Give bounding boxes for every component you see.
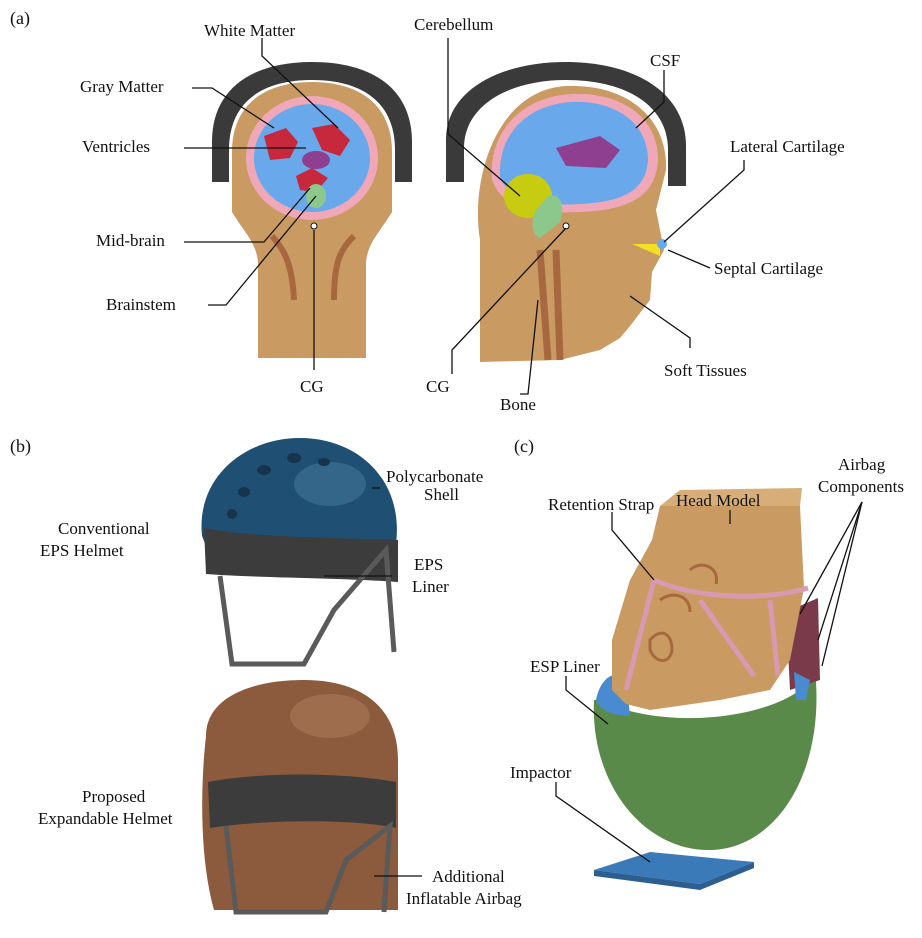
label-proposed-line1: Proposed — [82, 787, 146, 806]
label-lateral-cartilage: Lateral Cartilage — [730, 137, 845, 156]
proposed-liner — [208, 775, 396, 829]
proposed-expandable-helmet — [202, 680, 398, 912]
label-gray-matter: Gray Matter — [80, 77, 164, 96]
label-white-matter: White Matter — [204, 21, 295, 40]
airbag-highlight — [290, 694, 370, 738]
label-retention-strap: Retention Strap — [548, 495, 654, 514]
label-airbag-line2: Components — [818, 477, 904, 496]
label-polycarbonate-line2: Shell — [424, 485, 459, 504]
label-eps-line1: EPS — [414, 555, 443, 574]
label-conventional-line1: Conventional — [58, 519, 150, 538]
label-bone: Bone — [500, 395, 536, 414]
coronal-head-section — [212, 62, 412, 358]
label-eps-line2: Liner — [412, 577, 449, 596]
label-airbag-line1: Airbag — [838, 455, 886, 474]
label-polycarbonate-line1: Polycarbonate — [386, 467, 483, 486]
label-cg-right: CG — [426, 377, 450, 396]
coronal-midbrain — [302, 151, 330, 169]
label-additional-line2: Inflatable Airbag — [406, 889, 522, 908]
conventional-eps-helmet — [201, 438, 398, 664]
shell-highlight — [294, 462, 366, 506]
panel-c-label: (c) — [514, 436, 534, 457]
panel-a-label: (a) — [10, 8, 30, 29]
label-soft-tissues: Soft Tissues — [664, 361, 747, 380]
label-impactor: Impactor — [510, 763, 572, 782]
impactor — [594, 852, 754, 884]
label-csf: CSF — [650, 51, 680, 70]
label-cerebellum: Cerebellum — [414, 15, 493, 34]
label-mid-brain: Mid-brain — [96, 231, 165, 250]
label-septal-cartilage: Septal Cartilage — [714, 259, 823, 278]
label-ventricles: Ventricles — [82, 137, 150, 156]
label-conventional-line2: EPS Helmet — [40, 541, 124, 560]
label-esp-liner: ESP Liner — [530, 657, 600, 676]
label-proposed-line2: Expandable Helmet — [38, 809, 173, 828]
panel-b-label: (b) — [10, 436, 31, 457]
label-cg-left: CG — [300, 377, 324, 396]
label-head-model: Head Model — [676, 491, 761, 510]
label-additional-line1: Additional — [432, 867, 505, 886]
coronal-cg-point — [311, 223, 317, 229]
label-brainstem: Brainstem — [106, 295, 176, 314]
